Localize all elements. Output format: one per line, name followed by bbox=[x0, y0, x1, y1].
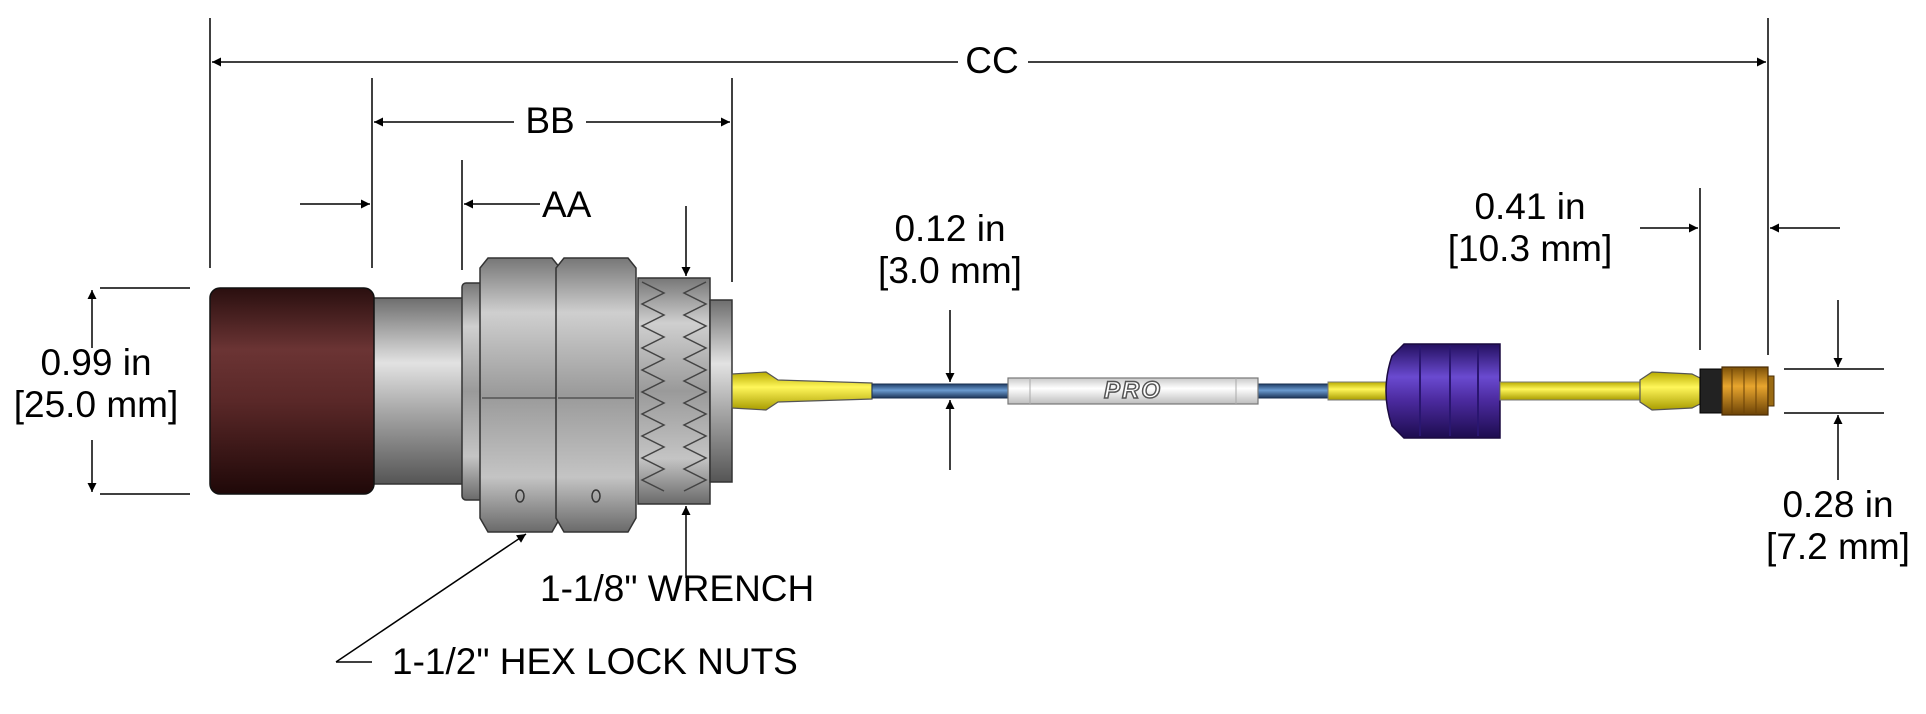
dim-cable-diameter: 0.12 in [3.0 mm] bbox=[878, 208, 1022, 292]
connector-diameter-metric: [7.2 mm] bbox=[1766, 526, 1910, 567]
end-cap bbox=[209, 287, 375, 495]
wrench-callout: 1-1/8" WRENCH bbox=[540, 568, 815, 609]
dimension-lines bbox=[87, 18, 1884, 663]
strain-relief-connector bbox=[1639, 371, 1701, 411]
housing-diameter-imperial: 0.99 in bbox=[40, 342, 152, 383]
dim-housing-diameter: 0.99 in [25.0 mm] bbox=[14, 342, 179, 426]
connector-diameter-imperial: 0.28 in bbox=[1782, 484, 1894, 525]
hex-nuts-callout: 1-1/2" HEX LOCK NUTS bbox=[392, 641, 798, 682]
housing-diameter-metric: [25.0 mm] bbox=[13, 384, 179, 425]
yellow-cable-end bbox=[1499, 381, 1641, 401]
dim-cc-label: CC bbox=[959, 40, 1025, 82]
purple-boot bbox=[1385, 343, 1501, 439]
dim-bb-label: BB bbox=[519, 100, 581, 142]
cable-assembly bbox=[731, 343, 1775, 439]
connector-length-imperial: 0.41 in bbox=[1474, 186, 1586, 227]
threaded-section bbox=[637, 277, 733, 505]
connector bbox=[1699, 366, 1775, 416]
cable-logo: PRO bbox=[1103, 376, 1163, 405]
cable-sleeve bbox=[1007, 377, 1259, 405]
hex-nut-1 bbox=[479, 257, 561, 533]
connector-length-metric: [10.3 mm] bbox=[1447, 228, 1613, 269]
dim-connector-length: 0.41 in [10.3 mm] bbox=[1448, 186, 1613, 270]
dim-aa-label: AA bbox=[542, 184, 592, 225]
cable-diameter-metric: [3.0 mm] bbox=[878, 250, 1022, 291]
sensor-body bbox=[209, 257, 733, 533]
cable-diameter-imperial: 0.12 in bbox=[894, 208, 1006, 249]
hex-nut-2 bbox=[555, 257, 637, 533]
strain-relief-body bbox=[731, 371, 873, 411]
dim-connector-diameter: 0.28 in [7.2 mm] bbox=[1766, 484, 1910, 568]
yellow-cable-segment bbox=[1327, 381, 1393, 401]
